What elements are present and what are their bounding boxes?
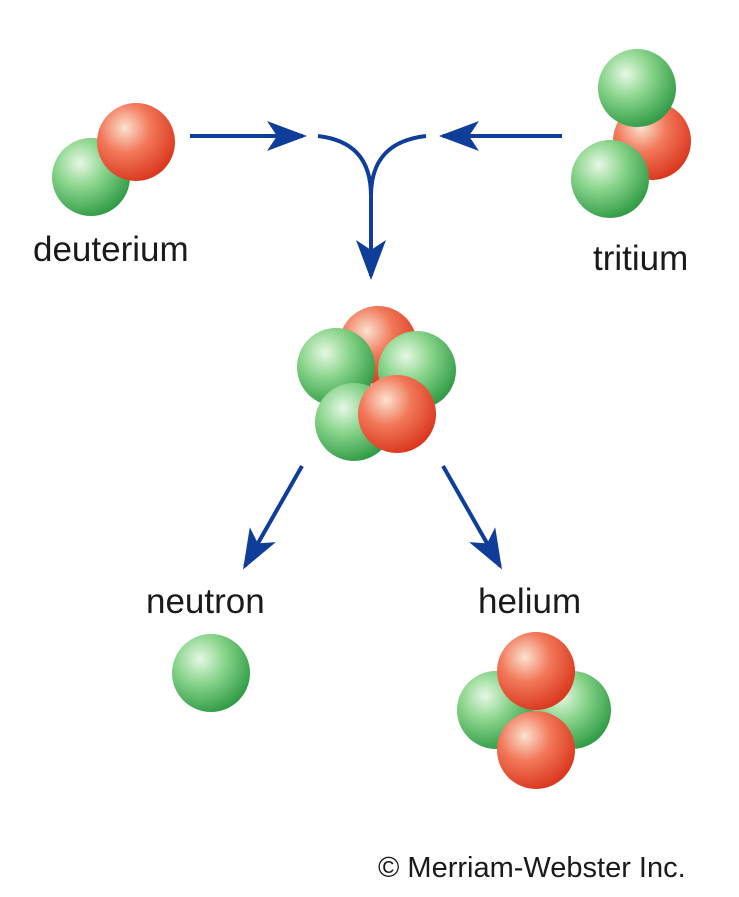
neutron-label: neutron [146, 582, 265, 621]
copyright-notice: © Merriam-Webster Inc. [378, 852, 686, 884]
neutron-sphere [571, 140, 649, 218]
deuterium-nucleus [52, 103, 175, 216]
neutron-sphere [172, 634, 250, 712]
compound-nucleus [297, 306, 456, 461]
helium-arrow-icon [441, 465, 502, 570]
helium-nucleus [457, 632, 611, 789]
merge-arrow-icon [317, 134, 386, 280]
proton-sphere [497, 711, 575, 789]
tritium-nucleus [571, 49, 691, 218]
proton-sphere [97, 103, 175, 181]
helium-label: helium [478, 582, 582, 621]
merge-arrow-branch [369, 134, 427, 197]
neutron-sphere [598, 49, 676, 127]
proton-sphere [497, 632, 575, 710]
tritium-label: tritium [593, 239, 689, 278]
deuterium-label: deuterium [33, 230, 189, 269]
free-neutron [172, 634, 250, 712]
proton-sphere [358, 375, 436, 453]
reaction-arrows [190, 121, 562, 570]
neutron-arrow-icon [243, 465, 304, 570]
